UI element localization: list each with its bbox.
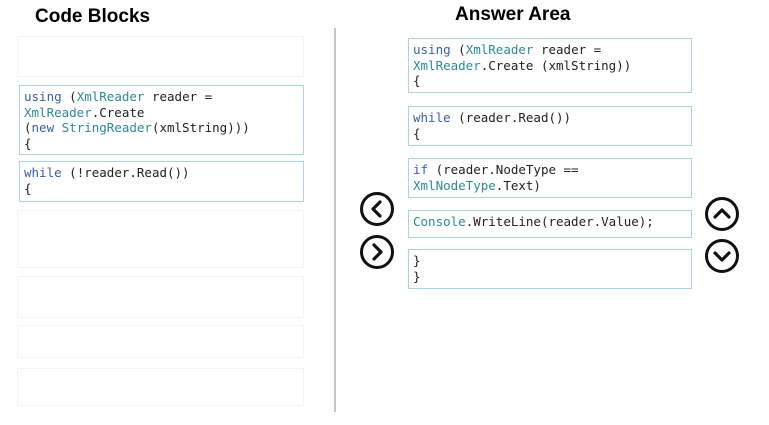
code-token: while — [24, 165, 62, 180]
code-token: using — [413, 42, 451, 57]
code-token: .Create — [91, 104, 145, 120]
code-line: while (!reader.Read()) — [24, 165, 299, 181]
code-line: { — [413, 73, 687, 89]
code-block-slot-empty — [17, 210, 304, 268]
chevron-right-icon — [372, 243, 383, 261]
move-down-button[interactable] — [705, 239, 739, 273]
code-line: XmlReader.Create (xmlString)) — [413, 58, 687, 74]
code-token: XmlReader — [413, 57, 481, 73]
code-token: new — [31, 120, 55, 135]
code-token: reader = — [533, 42, 602, 57]
code-block-slot-empty — [17, 325, 304, 358]
code-block-slot-empty — [17, 276, 304, 318]
code-token: XmlReader — [24, 104, 92, 120]
answer-block-if-nodetype[interactable]: if (reader.NodeType ==XmlNodeType.Text) — [408, 158, 692, 198]
code-token: ( — [24, 120, 32, 135]
code-token: (reader.NodeType == — [428, 162, 579, 177]
code-token: { — [24, 180, 32, 196]
column-divider — [334, 28, 336, 412]
code-token: .WriteLine(reader.Value); — [465, 214, 654, 229]
code-line: while (reader.Read()) — [413, 110, 687, 126]
code-line: } — [413, 253, 687, 269]
code-token: .Text) — [495, 177, 541, 193]
code-token: XmlNodeType — [413, 177, 496, 193]
code-token: } — [413, 268, 421, 284]
code-line: { — [24, 181, 299, 197]
code-token: (!reader.Read()) — [61, 165, 190, 180]
chevron-down-icon — [713, 251, 731, 262]
code-token: StringReader — [61, 120, 152, 135]
code-line: (new StringReader(xmlString))) — [24, 120, 299, 136]
answer-block-using-xmlreader[interactable]: using (XmlReader reader =XmlReader.Creat… — [408, 38, 692, 93]
move-right-button[interactable] — [360, 235, 394, 269]
code-block-while-not-read[interactable]: while (!reader.Read()){ — [19, 161, 304, 202]
code-token: XmlReader — [465, 42, 534, 57]
code-token: Console — [413, 214, 466, 229]
answer-block-closing-braces[interactable]: }} — [408, 249, 692, 289]
code-token: (xmlString))) — [151, 120, 250, 135]
code-token: reader = — [144, 89, 213, 104]
code-block-using-stringreader[interactable]: using (XmlReader reader =XmlReader.Creat… — [19, 85, 304, 155]
code-line: if (reader.NodeType == — [413, 162, 687, 178]
code-token — [54, 120, 62, 135]
code-token: (reader.Read()) — [450, 110, 572, 125]
code-token: ( — [450, 42, 466, 57]
code-line: { — [413, 126, 687, 142]
code-line: using (XmlReader reader = — [24, 89, 299, 105]
code-token: while — [413, 110, 451, 125]
code-line: { — [24, 136, 299, 152]
chevron-up-icon — [713, 208, 731, 219]
code-token: if — [413, 162, 429, 177]
code-token: { — [24, 135, 32, 151]
code-token: { — [413, 125, 421, 141]
code-blocks-title: Code Blocks — [35, 6, 151, 27]
code-token: { — [413, 73, 421, 88]
chevron-left-icon — [371, 200, 382, 218]
code-token: } — [413, 253, 421, 268]
move-up-button[interactable] — [705, 197, 739, 231]
code-line: Console.WriteLine(reader.Value); — [413, 214, 687, 230]
code-line: XmlReader.Create — [24, 105, 299, 121]
code-token: ( — [61, 89, 77, 104]
code-line: using (XmlReader reader = — [413, 42, 687, 58]
code-block-slot-empty — [17, 36, 304, 77]
answer-block-console-writeline[interactable]: Console.WriteLine(reader.Value); — [408, 210, 692, 238]
code-line: } — [413, 269, 687, 285]
code-line: XmlNodeType.Text) — [413, 178, 687, 194]
answer-block-while-read[interactable]: while (reader.Read()){ — [408, 106, 692, 146]
code-token: XmlReader — [76, 89, 145, 104]
code-token: using — [24, 89, 62, 104]
move-left-button[interactable] — [360, 192, 394, 226]
code-block-slot-empty — [17, 368, 304, 406]
answer-area-title: Answer Area — [455, 4, 571, 25]
code-token: .Create (xmlString)) — [480, 57, 632, 73]
